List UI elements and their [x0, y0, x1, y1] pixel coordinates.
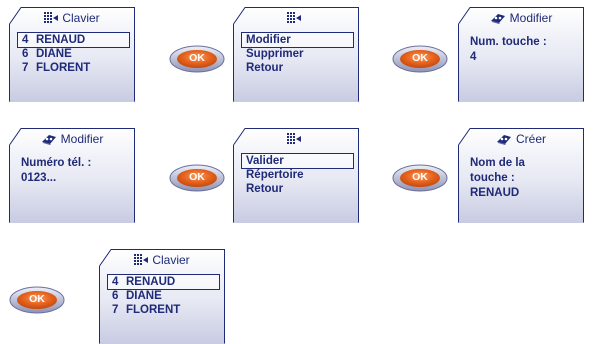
screen-modifier-number: Modifier Numéro tél. : 0123...	[9, 128, 135, 223]
screen-body: Num. touche : 4	[470, 35, 578, 65]
screen-title: Clavier	[62, 11, 100, 25]
field-label: Numéro tél. :	[21, 157, 92, 169]
menu-item-repertoire[interactable]: Répertoire	[246, 169, 304, 181]
ok-button[interactable]: OK	[392, 45, 448, 73]
field-label: Num. touche :	[470, 36, 547, 48]
screen-header: Modifier	[458, 7, 584, 29]
screen-body: Nom de la touche : RENAUD	[470, 156, 578, 201]
screen-creer: Créer Nom de la touche : RENAUD	[458, 128, 584, 223]
keypad-icon	[134, 254, 148, 266]
keypad-icon	[287, 12, 301, 24]
screen-header: Clavier	[99, 249, 225, 271]
ok-button[interactable]: OK	[169, 164, 225, 192]
phonebook-icon	[496, 133, 512, 145]
screen-title: Clavier	[152, 253, 190, 267]
screen-header: Créer	[458, 128, 584, 150]
screen-title: Modifier	[509, 11, 553, 25]
screen-header	[233, 7, 359, 29]
field-label: touche :	[470, 172, 515, 184]
screen-options-menu: Modifier Supprimer Retour	[233, 7, 359, 102]
screen-header: Modifier	[9, 128, 135, 150]
menu-item-retour[interactable]: Retour	[246, 62, 284, 74]
screen-title: Créer	[515, 132, 546, 146]
validate-menu: Valider Répertoire Retour	[241, 153, 354, 196]
ok-button[interactable]: OK	[9, 286, 65, 314]
ok-button[interactable]: OK	[169, 45, 225, 73]
ok-button[interactable]: OK	[392, 164, 448, 192]
menu-item-valider[interactable]: Valider	[241, 153, 354, 169]
field-value[interactable]: 0123...	[21, 172, 57, 184]
screen-header: Clavier	[9, 7, 135, 29]
screen-validate-menu: Valider Répertoire Retour	[233, 128, 359, 223]
field-value[interactable]: 4	[470, 51, 477, 63]
menu-item-retour[interactable]: Retour	[246, 183, 284, 195]
menu-item-supprimer[interactable]: Supprimer	[246, 48, 304, 60]
keypad-icon	[44, 12, 58, 24]
screen-modifier-key: Modifier Num. touche : 4	[458, 7, 584, 102]
screen-body: Numéro tél. : 0123...	[21, 156, 129, 186]
keypad-icon	[287, 133, 301, 145]
screen-title: Modifier	[60, 132, 104, 146]
field-value[interactable]: RENAUD	[470, 187, 520, 199]
menu-item-modifier[interactable]: Modifier	[241, 32, 354, 48]
options-menu: Modifier Supprimer Retour	[241, 32, 354, 75]
screen-header	[233, 128, 359, 150]
field-label: Nom de la	[470, 157, 525, 169]
phonebook-icon	[41, 133, 57, 145]
phonebook-icon	[490, 12, 506, 24]
